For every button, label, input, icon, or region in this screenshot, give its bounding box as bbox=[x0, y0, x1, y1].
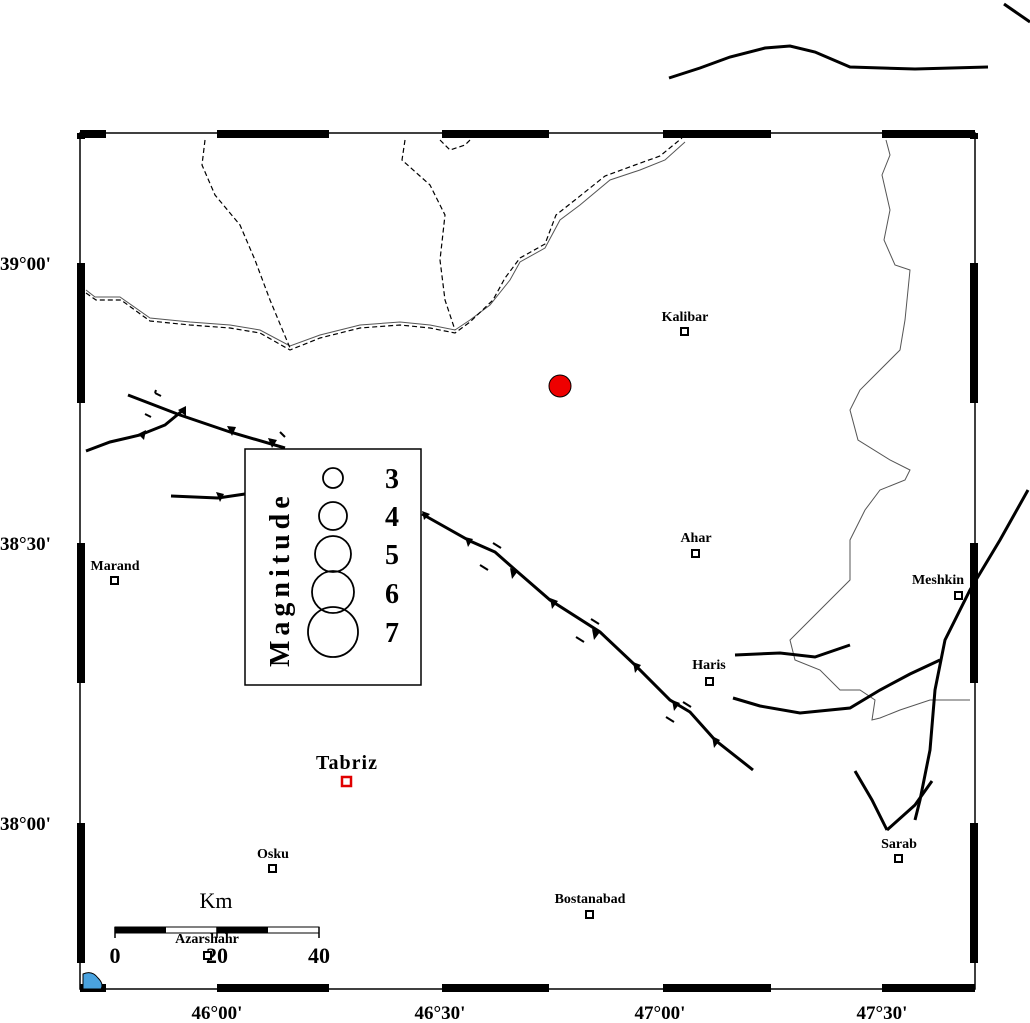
legend-circle-6 bbox=[311, 570, 355, 614]
scale-unit: Km bbox=[200, 888, 233, 913]
fault-west bbox=[170, 492, 246, 500]
city-marker-kalibar bbox=[680, 327, 689, 336]
legend-label-3: 3 bbox=[385, 464, 399, 495]
country-border-dashed bbox=[85, 137, 683, 351]
legend-circle-4 bbox=[318, 501, 348, 531]
lon-label-46-00: 46°00' bbox=[192, 1003, 243, 1023]
province-border-1 bbox=[201, 139, 291, 349]
water-body bbox=[82, 972, 103, 990]
fault-north-tabriz bbox=[127, 393, 286, 450]
fault-haris-south bbox=[732, 658, 941, 715]
legend-circle-3 bbox=[322, 467, 344, 489]
city-label-osku: Osku bbox=[257, 847, 289, 862]
legend-label-4: 4 bbox=[385, 502, 399, 533]
city-label-kalibar: Kalibar bbox=[662, 310, 709, 325]
city-label-sarab: Sarab bbox=[881, 837, 917, 852]
legend-title: Magnitude bbox=[265, 491, 296, 667]
city-marker-haris bbox=[705, 677, 714, 686]
city-marker-sarab bbox=[894, 854, 903, 863]
city-marker-bostanabad bbox=[585, 910, 594, 919]
fault-sarab bbox=[853, 770, 889, 831]
city-marker-marand bbox=[110, 576, 119, 585]
country-border bbox=[85, 141, 686, 347]
city-marker-osku bbox=[268, 864, 277, 873]
province-border-2 bbox=[401, 139, 456, 331]
legend-circle-7 bbox=[307, 606, 359, 658]
fault-meshkin bbox=[913, 489, 1030, 821]
scale-tick-20: 20 bbox=[206, 943, 228, 968]
fault-sarab-2 bbox=[886, 780, 934, 832]
lat-label-38-30: 38°30' bbox=[0, 534, 51, 555]
lon-label-46-30: 46°30' bbox=[415, 1003, 466, 1023]
legend-label-6: 6 bbox=[385, 579, 399, 610]
fault-thrust-markers bbox=[138, 406, 720, 748]
city-marker-ahar bbox=[691, 549, 700, 558]
city-marker-meshkin bbox=[954, 591, 963, 600]
fault-slip-markers bbox=[144, 389, 692, 723]
city-label-marand: Marand bbox=[91, 559, 140, 574]
fault-line-outside-corner bbox=[1003, 2, 1030, 24]
magnitude-legend: Magnitude 3 4 5 6 7 bbox=[244, 448, 422, 686]
legend-label-5: 5 bbox=[385, 540, 399, 571]
lat-label-39-00: 39°00' bbox=[0, 254, 51, 275]
city-label-haris: Haris bbox=[692, 658, 726, 673]
capital-marker bbox=[340, 775, 353, 788]
fault-line-outside-top bbox=[668, 44, 989, 80]
capital-label: Tabriz bbox=[316, 752, 378, 774]
city-label-meshkin: Meshkin bbox=[912, 573, 964, 588]
lat-label-38-00: 38°00' bbox=[0, 814, 51, 835]
fault-haris-north bbox=[734, 643, 851, 659]
scale-tick-40: 40 bbox=[308, 943, 330, 968]
epicenter-marker bbox=[548, 374, 572, 398]
frame-ticks bbox=[77, 130, 978, 992]
city-label-bostanabad: Bostanabad bbox=[555, 892, 626, 907]
map-frame bbox=[79, 132, 976, 990]
city-marker-azarshahr bbox=[203, 951, 212, 960]
province-border-3 bbox=[439, 139, 471, 151]
city-label-ahar: Ahar bbox=[680, 531, 711, 546]
legend-label-7: 7 bbox=[385, 618, 399, 649]
scale-bar: Km 0 20 40 bbox=[110, 888, 331, 968]
city-label-azarshahr: Azarshahr bbox=[175, 932, 239, 947]
lon-label-47-30: 47°30' bbox=[857, 1003, 908, 1023]
lon-label-47-00: 47°00' bbox=[635, 1003, 686, 1023]
scale-tick-0: 0 bbox=[110, 943, 121, 968]
legend-circle-5 bbox=[314, 535, 352, 573]
city-markers: Kalibar Ahar Marand Meshkin Haris Sarab … bbox=[91, 310, 964, 960]
axis-labels: 46°00' 46°30' 47°00' 47°30' 39°00' 38°30… bbox=[0, 254, 907, 1023]
